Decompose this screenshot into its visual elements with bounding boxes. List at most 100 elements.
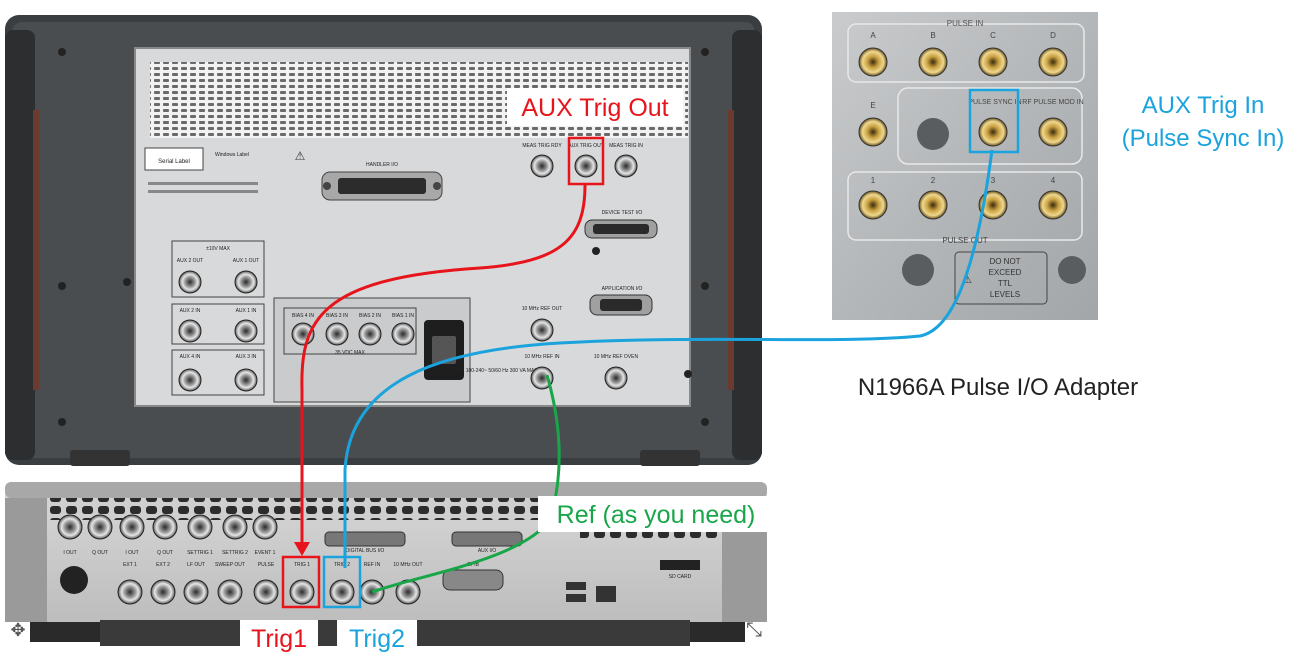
pulse-sync-in-highlight [968,88,1020,154]
port-c-label: C [990,31,996,40]
ref-out-port [530,318,554,342]
line-power-label: ~LINE 100-240~ 50/60 Hz 300 VA MAX [450,368,538,374]
pulse-in-b-port [918,47,948,77]
aux1-out-port [234,270,258,294]
aux2-out-label: AUX 2 OUT [177,258,203,264]
meas-trig-rdy-label: MEAS TRIG RDY [522,143,562,149]
port-3-label: 3 [991,176,996,185]
source-bottom-port-1 [117,579,143,605]
ref-callout: Ref (as you need) [557,501,756,529]
trig2-callout: Trig2 [349,625,405,653]
source-bottom-port-7 [329,579,355,605]
source-bottom-port-6 [289,579,315,605]
source-bottom-port-2 [150,579,176,605]
sd-card-label: SD CARD [669,574,692,580]
source-bottom-port-3 [183,579,209,605]
aux3-in-port [234,368,258,392]
bias1-in-port [391,322,415,346]
source-top-port-5 [187,514,213,540]
source-bottom-port-label-2: EXT 2 [156,562,170,568]
source-top-port-label-3: I OUT [125,550,138,556]
source-bottom-port-label-9: 10 MHz OUT [393,562,422,568]
bias3-in-label: BIAS 3 IN [326,313,348,319]
vdc-max-label: 35 VDC MAX [335,350,365,356]
aux1-out-label: AUX 1 OUT [233,258,259,264]
trig1-callout: Trig1 [251,625,307,653]
source-top-port-6 [222,514,248,540]
ref-in-label: 10 MHz REF IN [524,354,559,360]
pulse-in-e-port [858,117,888,147]
blue-cable-trig2 [343,149,994,568]
source-bottom-port-label-4: SWEEP OUT [215,562,245,568]
aux2-out-port [178,270,202,294]
n1966a-adapter-panel: PULSE IN A B C D E PULSE SYNC IN RF PULS… [832,12,1098,320]
source-top-port-label-1: I OUT [63,550,76,556]
aux-trig-out-port [574,154,598,178]
aux-trig-in-callout: AUX Trig In [1142,92,1265,119]
adapter-knob-3 [1058,256,1086,284]
source-bottom-port-4 [217,579,243,605]
fan-grille [60,566,88,594]
port-4-label: 4 [1051,176,1056,185]
warning-line-4: LEVELS [990,290,1020,299]
source-bottom-port-label-6: TRIG 1 [294,562,310,568]
source-top-port-2 [87,514,113,540]
aux-trig-out-callout: AUX Trig Out [521,94,668,122]
warning-triangle-icon: ⚠ [962,274,972,286]
source-bottom-port-label-5: PULSE [258,562,275,568]
adapter-name-caption: N1966A Pulse I/O Adapter [858,374,1138,401]
bias4-in-label: BIAS 4 IN [292,313,314,319]
signal-generator-bottom-ports: EXT 1 EXT 2 LF OUT SWEEP OUT PULSE TRIG 1 TRIG… [117,562,423,605]
aux-trig-out-port-label: AUX TRIG OUT [568,143,603,149]
meas-trig-rdy-port [530,154,554,178]
warning-line-1: DO NOT [989,257,1020,266]
port-2-label: 2 [931,176,936,185]
serial-label: Serial Label [158,159,190,165]
move-icon: ✥ [10,620,25,640]
usb-port [566,582,586,590]
port-1-label: 1 [871,176,876,185]
digital-bus-label: DIGITAL BUS I/O [346,548,385,554]
pulse-in-c-port [978,47,1008,77]
source-bottom-port-label-7: TRIG 2 [334,562,350,568]
aux-io-label: AUX I/O [478,548,496,554]
ref-oven-label: 10 MHz REF OVEN [594,354,639,360]
trig1-highlight [281,555,321,609]
warning-icon: ⚠ [295,149,306,163]
voltage-max-label: ±10V MAX [206,246,231,252]
aux4-in-port [178,368,202,392]
gpib-label: GPIB [467,562,480,568]
source-bottom-port-label-8: REF IN [364,562,381,568]
sd-card-slot [660,560,700,570]
aux4-in-label: AUX 4 IN [180,354,201,360]
source-top-port-4 [152,514,178,540]
rf-pulse-mod-in-label: RF PULSE MOD IN [1022,99,1083,106]
red-cable-arrowhead [294,542,310,556]
resize-icon: ⤡ [746,619,762,641]
source-bottom-port-label-1: EXT 1 [123,562,137,568]
pulse-in-a-port [858,47,888,77]
source-bottom-port-label-3: LF OUT [187,562,205,568]
network-analyzer-rear-panel: Serial Label Windows Label ⚠ HANDLER I/O… [5,15,762,466]
aux2-in-port [178,319,202,343]
aux3-in-label: AUX 3 IN [236,354,257,360]
warning-line-3: TTL [998,279,1013,288]
pulse-in-d-port [1038,47,1068,77]
port-a-label: A [870,31,876,40]
device-test-io-label: DEVICE TEST I/O [602,210,643,216]
aux-io-port [451,531,523,547]
source-bottom-port-5 [253,579,279,605]
adapter-knob [917,118,949,150]
pulse-sync-in-label: PULSE SYNC IN [968,99,1021,106]
port-b-label: B [930,31,935,40]
aux1-in-label: AUX 1 IN [236,308,257,314]
gpib-port [442,569,504,591]
aux1-in-port [234,319,258,343]
source-top-port-label-4: Q OUT [157,550,173,556]
bias2-in-label: BIAS 2 IN [359,313,381,319]
port-d-label: D [1050,31,1056,40]
aux2-in-label: AUX 2 IN [180,308,201,314]
port-e-label: E [870,101,875,110]
